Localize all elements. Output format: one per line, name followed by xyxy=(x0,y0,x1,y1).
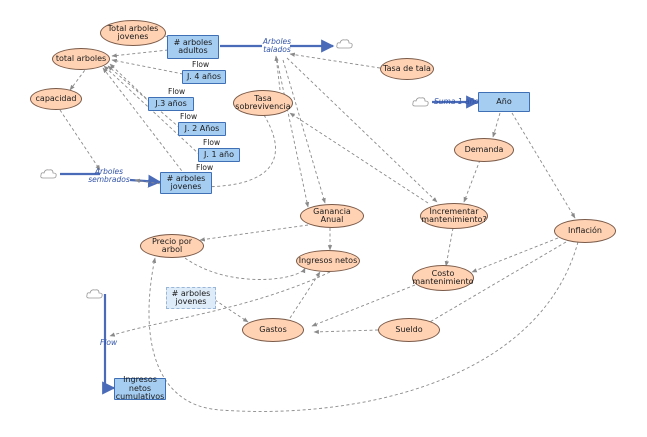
node-precio-por-arbol[interactable]: Precio por arbol xyxy=(140,234,204,258)
node-ingresos-netos[interactable]: Ingresos netos xyxy=(296,250,360,272)
link-total-capacidad xyxy=(69,65,89,91)
node-tasa-de-tala[interactable]: Tasa de tala xyxy=(380,58,434,80)
flow-label: Flow xyxy=(203,138,221,147)
link-talados-jovenes xyxy=(276,59,310,208)
cloud-icon xyxy=(412,97,429,107)
cloud-icon xyxy=(336,39,353,49)
link-capacidad-sembrados xyxy=(59,109,101,171)
node-capacidad[interactable]: capacidad xyxy=(30,88,82,110)
link-anio-demanda xyxy=(492,112,501,138)
node-tasa-sobrevivencia[interactable]: Tasa sobrevivencia xyxy=(233,90,293,116)
node-costo-mantenimiento[interactable]: Costo mantenimiento xyxy=(412,265,474,291)
link-inflacion-costo xyxy=(471,237,559,273)
flow-label-ingresos: Flow xyxy=(100,338,118,347)
node-gastos[interactable]: Gastos xyxy=(242,318,304,342)
influence-links xyxy=(59,29,579,412)
stock-anio[interactable]: Año xyxy=(478,92,530,112)
stock-arboles-jovenes-ghost[interactable]: # arboles jovenes xyxy=(166,287,216,309)
link-costo-gastos xyxy=(311,284,416,327)
flow-label: Flow xyxy=(196,163,214,172)
node-sueldo[interactable]: Sueldo xyxy=(378,318,440,342)
node-total-arboles[interactable]: total arboles xyxy=(52,48,110,70)
link-inflacion-precio xyxy=(148,241,579,412)
flow-label: Flow xyxy=(180,112,198,121)
stock-j4[interactable]: J. 4 años xyxy=(182,70,226,84)
link-demanda-incrementar xyxy=(463,159,481,203)
link-tasa-tala-talados xyxy=(289,52,381,69)
link-tasa-talados xyxy=(274,55,281,91)
flow-arboles-sembrados: Arboles sembrados xyxy=(88,167,130,184)
flow-suma-1-anio: Suma 1 año xyxy=(434,97,479,106)
link-talados-ganancia xyxy=(282,59,326,204)
link-j3-total xyxy=(109,63,151,103)
stock-j2[interactable]: J. 2 Años xyxy=(178,122,226,136)
flow-label: Flow xyxy=(168,87,186,96)
stock-arboles-adultos[interactable]: # arboles adultos xyxy=(167,35,219,59)
node-incrementar-mantenimiento[interactable]: Incrementar mantenimiento? xyxy=(420,203,488,229)
link-inflacion-sueldo xyxy=(422,241,567,327)
stock-arboles-jovenes[interactable]: # arboles jovenes xyxy=(160,172,212,194)
node-demanda[interactable]: Demanda xyxy=(454,138,514,162)
link-talados-incrementar xyxy=(286,57,438,203)
link-incrementar-costo xyxy=(444,227,454,267)
link-sueldo-gastos xyxy=(313,329,379,335)
link-ingresos-cumul xyxy=(109,271,331,337)
link-j4-total xyxy=(111,58,184,75)
flow-label: Flow xyxy=(192,60,210,69)
link-anio-inflacion xyxy=(511,112,576,219)
link-ghost-gastos xyxy=(214,299,249,323)
link-ganancia-precio xyxy=(199,224,309,242)
link-precio-ingresos xyxy=(184,257,306,280)
link-jovenes-total xyxy=(102,67,186,176)
link-gastos-ingresos xyxy=(289,271,321,319)
node-total-arboles-jovenes[interactable]: Total arboles jovenes xyxy=(100,20,166,46)
cloud-icon xyxy=(40,169,57,179)
node-inflacion[interactable]: Inflación xyxy=(554,219,616,243)
node-ganancia-anual[interactable]: Ganancia Anual xyxy=(300,204,364,228)
flow-arboles-talados: Arboles talados xyxy=(262,37,292,54)
stock-j1[interactable]: J. 1 año xyxy=(198,148,240,162)
stock-ingresos-netos-cumulativos[interactable]: Ingresos netos cumulativos xyxy=(114,375,166,402)
stock-j3[interactable]: J.3 años xyxy=(148,97,194,111)
cloud-icon xyxy=(86,289,103,299)
link-j2-total xyxy=(107,65,181,129)
pipe-ingresos xyxy=(102,294,116,395)
link-adultos-total xyxy=(111,49,169,58)
